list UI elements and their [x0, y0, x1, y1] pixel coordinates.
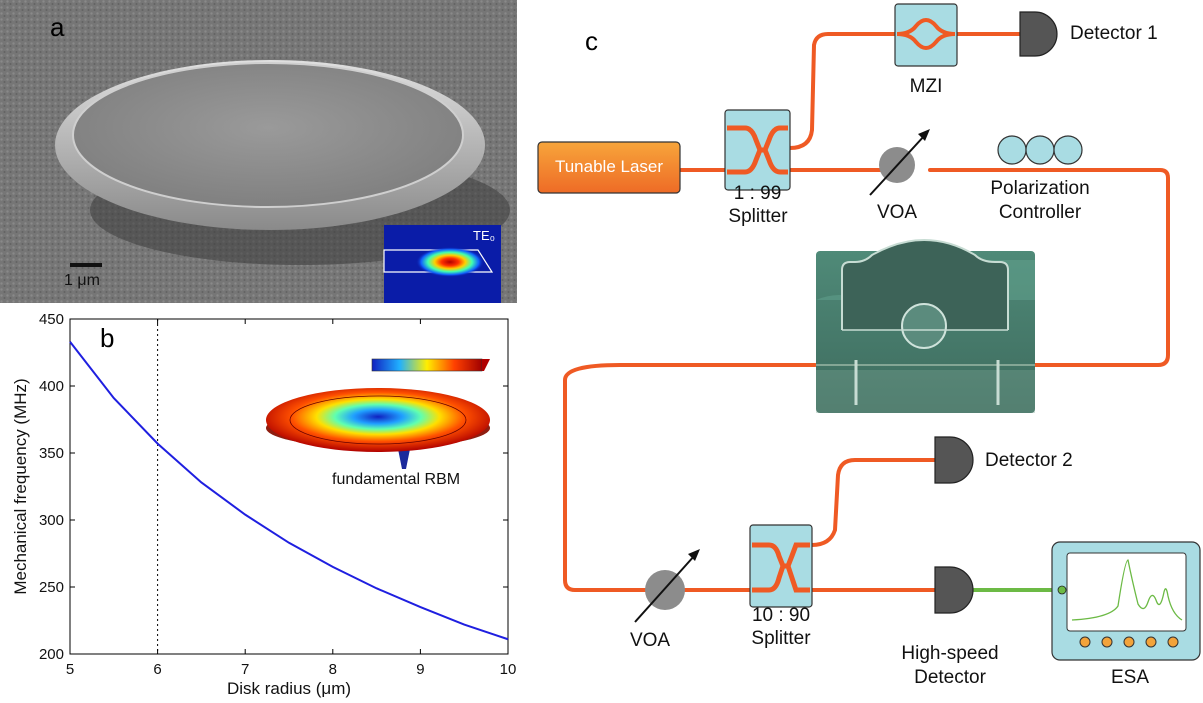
high-speed-detector-icon	[934, 566, 974, 614]
series-line-0	[69, 341, 509, 641]
splitter-2-name: Splitter	[751, 628, 811, 649]
panel-a: a 1 μm TE₀	[0, 0, 517, 303]
splitter-2-icon	[749, 524, 813, 608]
polarization-label-line1: Polarization	[990, 178, 1090, 199]
te0-mode-inset	[383, 225, 501, 303]
plot-frame	[69, 318, 509, 655]
rbm-caption: fundamental RBM	[332, 471, 461, 488]
y-tick-label: 450	[39, 311, 64, 328]
optical-fibers	[563, 32, 1170, 592]
mzi-icon	[894, 3, 958, 67]
y-axis-label: Mechanical frequency (MHz)	[11, 378, 30, 594]
splitter-1-icon	[724, 109, 791, 191]
device-chip-image	[816, 239, 1035, 413]
splitter-2-ratio: 10 : 90	[751, 605, 811, 626]
polarization-controller-icon	[997, 135, 1083, 165]
panel-b-label: b	[100, 323, 115, 353]
sem-image	[0, 0, 517, 303]
panel-c: c Tunable Laser 1 : 99 Splitter MZI Dete…	[520, 0, 1203, 698]
detector-2-label: Detector 2	[985, 450, 1073, 471]
y-tick-label: 350	[39, 445, 64, 462]
hs-detector-label-line1: High-speed	[901, 643, 999, 664]
detector-2-icon	[934, 436, 974, 484]
splitter-1-name: Splitter	[728, 206, 788, 227]
y-tick-label: 400	[39, 378, 64, 395]
te0-label: TE₀	[473, 228, 496, 243]
x-tick-label: 5	[66, 661, 74, 678]
esa-icon	[1051, 541, 1201, 661]
x-tick-label: 7	[241, 661, 249, 678]
esa-label: ESA	[1110, 667, 1150, 688]
detector-1-icon	[1019, 11, 1058, 57]
rbm-inset	[266, 358, 490, 469]
voa-2-icon	[634, 549, 700, 623]
x-tick-label: 10	[500, 661, 517, 678]
panel-c-label: c	[585, 26, 598, 56]
voa-1-label: VOA	[876, 202, 918, 223]
voa-2-label: VOA	[629, 630, 671, 651]
panel-a-label: a	[50, 12, 65, 42]
y-tick-label: 250	[39, 579, 64, 596]
polarization-label-line2: Controller	[998, 202, 1082, 223]
scale-bar-label: 1 μm	[64, 272, 100, 289]
y-tick-label: 200	[39, 646, 64, 663]
voa-1-icon	[869, 129, 930, 196]
detector-1-label: Detector 1	[1070, 23, 1158, 44]
hs-detector-label-line2: Detector	[914, 667, 986, 688]
tunable-laser-label: Tunable Laser	[554, 157, 664, 176]
x-axis-label: Disk radius (μm)	[227, 679, 351, 698]
x-tick-label: 6	[153, 661, 161, 678]
x-tick-label: 8	[329, 661, 337, 678]
x-tick-label: 9	[416, 661, 424, 678]
tunable-laser-box	[537, 141, 681, 194]
splitter-1-ratio: 1 : 99	[733, 183, 782, 204]
mzi-label: MZI	[909, 76, 943, 97]
y-tick-label: 300	[39, 512, 64, 529]
setup-schematic	[537, 3, 1201, 661]
scale-bar	[70, 263, 102, 267]
